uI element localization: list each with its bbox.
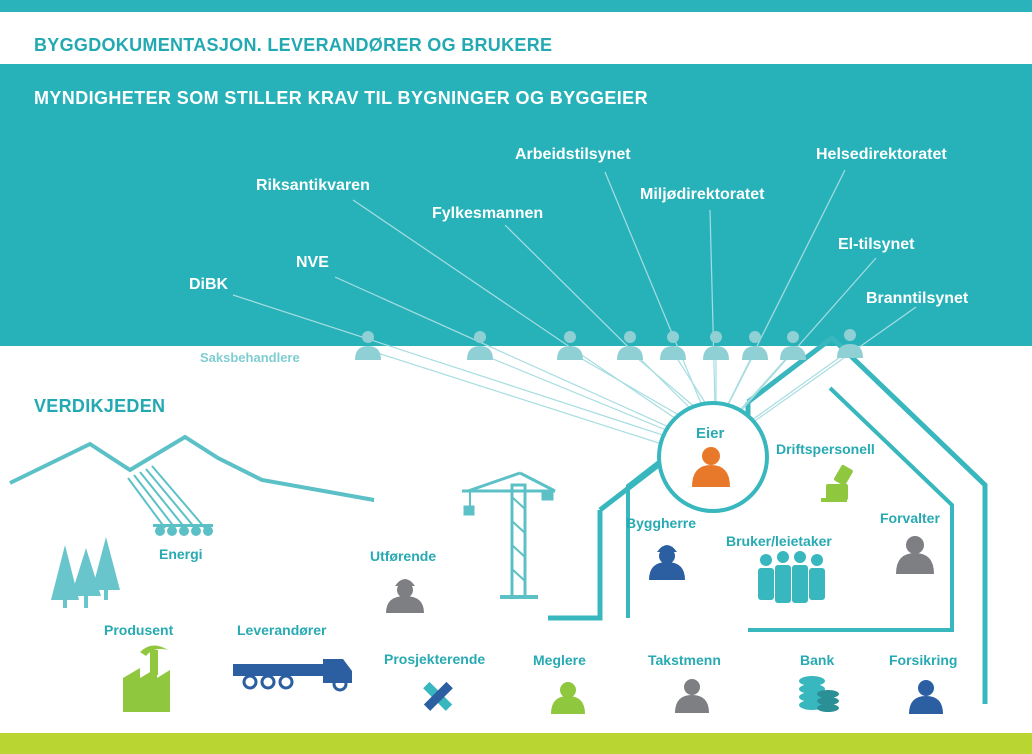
actor-label-bruker: Bruker/leietaker (726, 533, 832, 549)
caseworker-icon (742, 331, 768, 360)
factory-icon (123, 645, 170, 712)
owner-person-icon (692, 447, 730, 487)
bank-icon (799, 676, 839, 712)
actor-label-utforende: Utførende (370, 548, 437, 564)
actor-label-leverandorer: Leverandører (237, 622, 327, 638)
actor-label-prosjekterende: Prosjekterende (384, 651, 486, 667)
caseworker-icon (780, 331, 806, 360)
caseworker-icon (617, 331, 643, 360)
actor-label-energi: Energi (159, 546, 203, 562)
bottom-bar (0, 733, 1032, 754)
caseworker-icon (467, 331, 493, 360)
maintenance-tool-icon (821, 464, 853, 502)
actor-label-byggherre: Byggherre (626, 515, 697, 531)
authority-label: Arbeidstilsynet (515, 146, 631, 163)
page-title: BYGGDOKUMENTASJON. LEVERANDØRER OG BRUKE… (34, 35, 553, 55)
actor-label-produsent: Produsent (104, 622, 174, 638)
caseworker-icon (660, 331, 686, 360)
actor-label-bank: Bank (800, 652, 835, 668)
contractor-icon (386, 579, 424, 613)
connector-lines (232, 169, 917, 446)
top-strip (0, 0, 1032, 12)
caseworker-icon (557, 331, 583, 360)
broker-icon (551, 682, 585, 714)
actor-label-takstmenn: Takstmenn (648, 652, 721, 668)
actor-label-driftspersonell: Driftspersonell (776, 441, 875, 457)
manager-icon (896, 536, 934, 574)
trees-icon (51, 537, 120, 608)
authorities-band (0, 64, 1032, 346)
authority-label: Miljødirektoratet (640, 186, 765, 203)
energi-icon (153, 524, 213, 536)
actor-label-forsikring: Forsikring (889, 652, 958, 668)
owner-label: Eier (696, 425, 725, 442)
crane-icon (462, 471, 556, 599)
caseworker-icon (837, 329, 863, 358)
power-lines (127, 465, 206, 529)
actor-label-forvalter: Forvalter (880, 510, 940, 526)
caseworker-icons (355, 329, 863, 360)
authority-label: Helsedirektoratet (816, 146, 947, 163)
authority-label: El-tilsynet (838, 236, 915, 253)
title-bar (10, 26, 1032, 64)
appraiser-icon (675, 679, 709, 713)
insurance-icon (909, 680, 943, 714)
caseworker-icon (703, 331, 729, 360)
authority-label: Riksantikvaren (256, 177, 370, 194)
authority-label: Branntilsynet (866, 290, 969, 307)
actor-label-meglere: Meglere (533, 652, 586, 668)
design-tools-icon (423, 681, 453, 711)
authority-label: NVE (296, 254, 329, 271)
caseworker-icon (355, 331, 381, 360)
value-chain-heading: VERDIKJEDEN (34, 396, 166, 416)
users-group-icon (758, 551, 825, 603)
authority-label: Fylkesmannen (432, 205, 544, 222)
authority-label: DiBK (189, 276, 229, 293)
builder-icon (649, 545, 685, 580)
caseworkers-label: Saksbehandlere (200, 350, 300, 365)
landscape (9, 434, 375, 502)
authorities-heading: MYNDIGHETER SOM STILLER KRAV TIL BYGNING… (34, 88, 648, 108)
truck-icon (233, 659, 352, 692)
